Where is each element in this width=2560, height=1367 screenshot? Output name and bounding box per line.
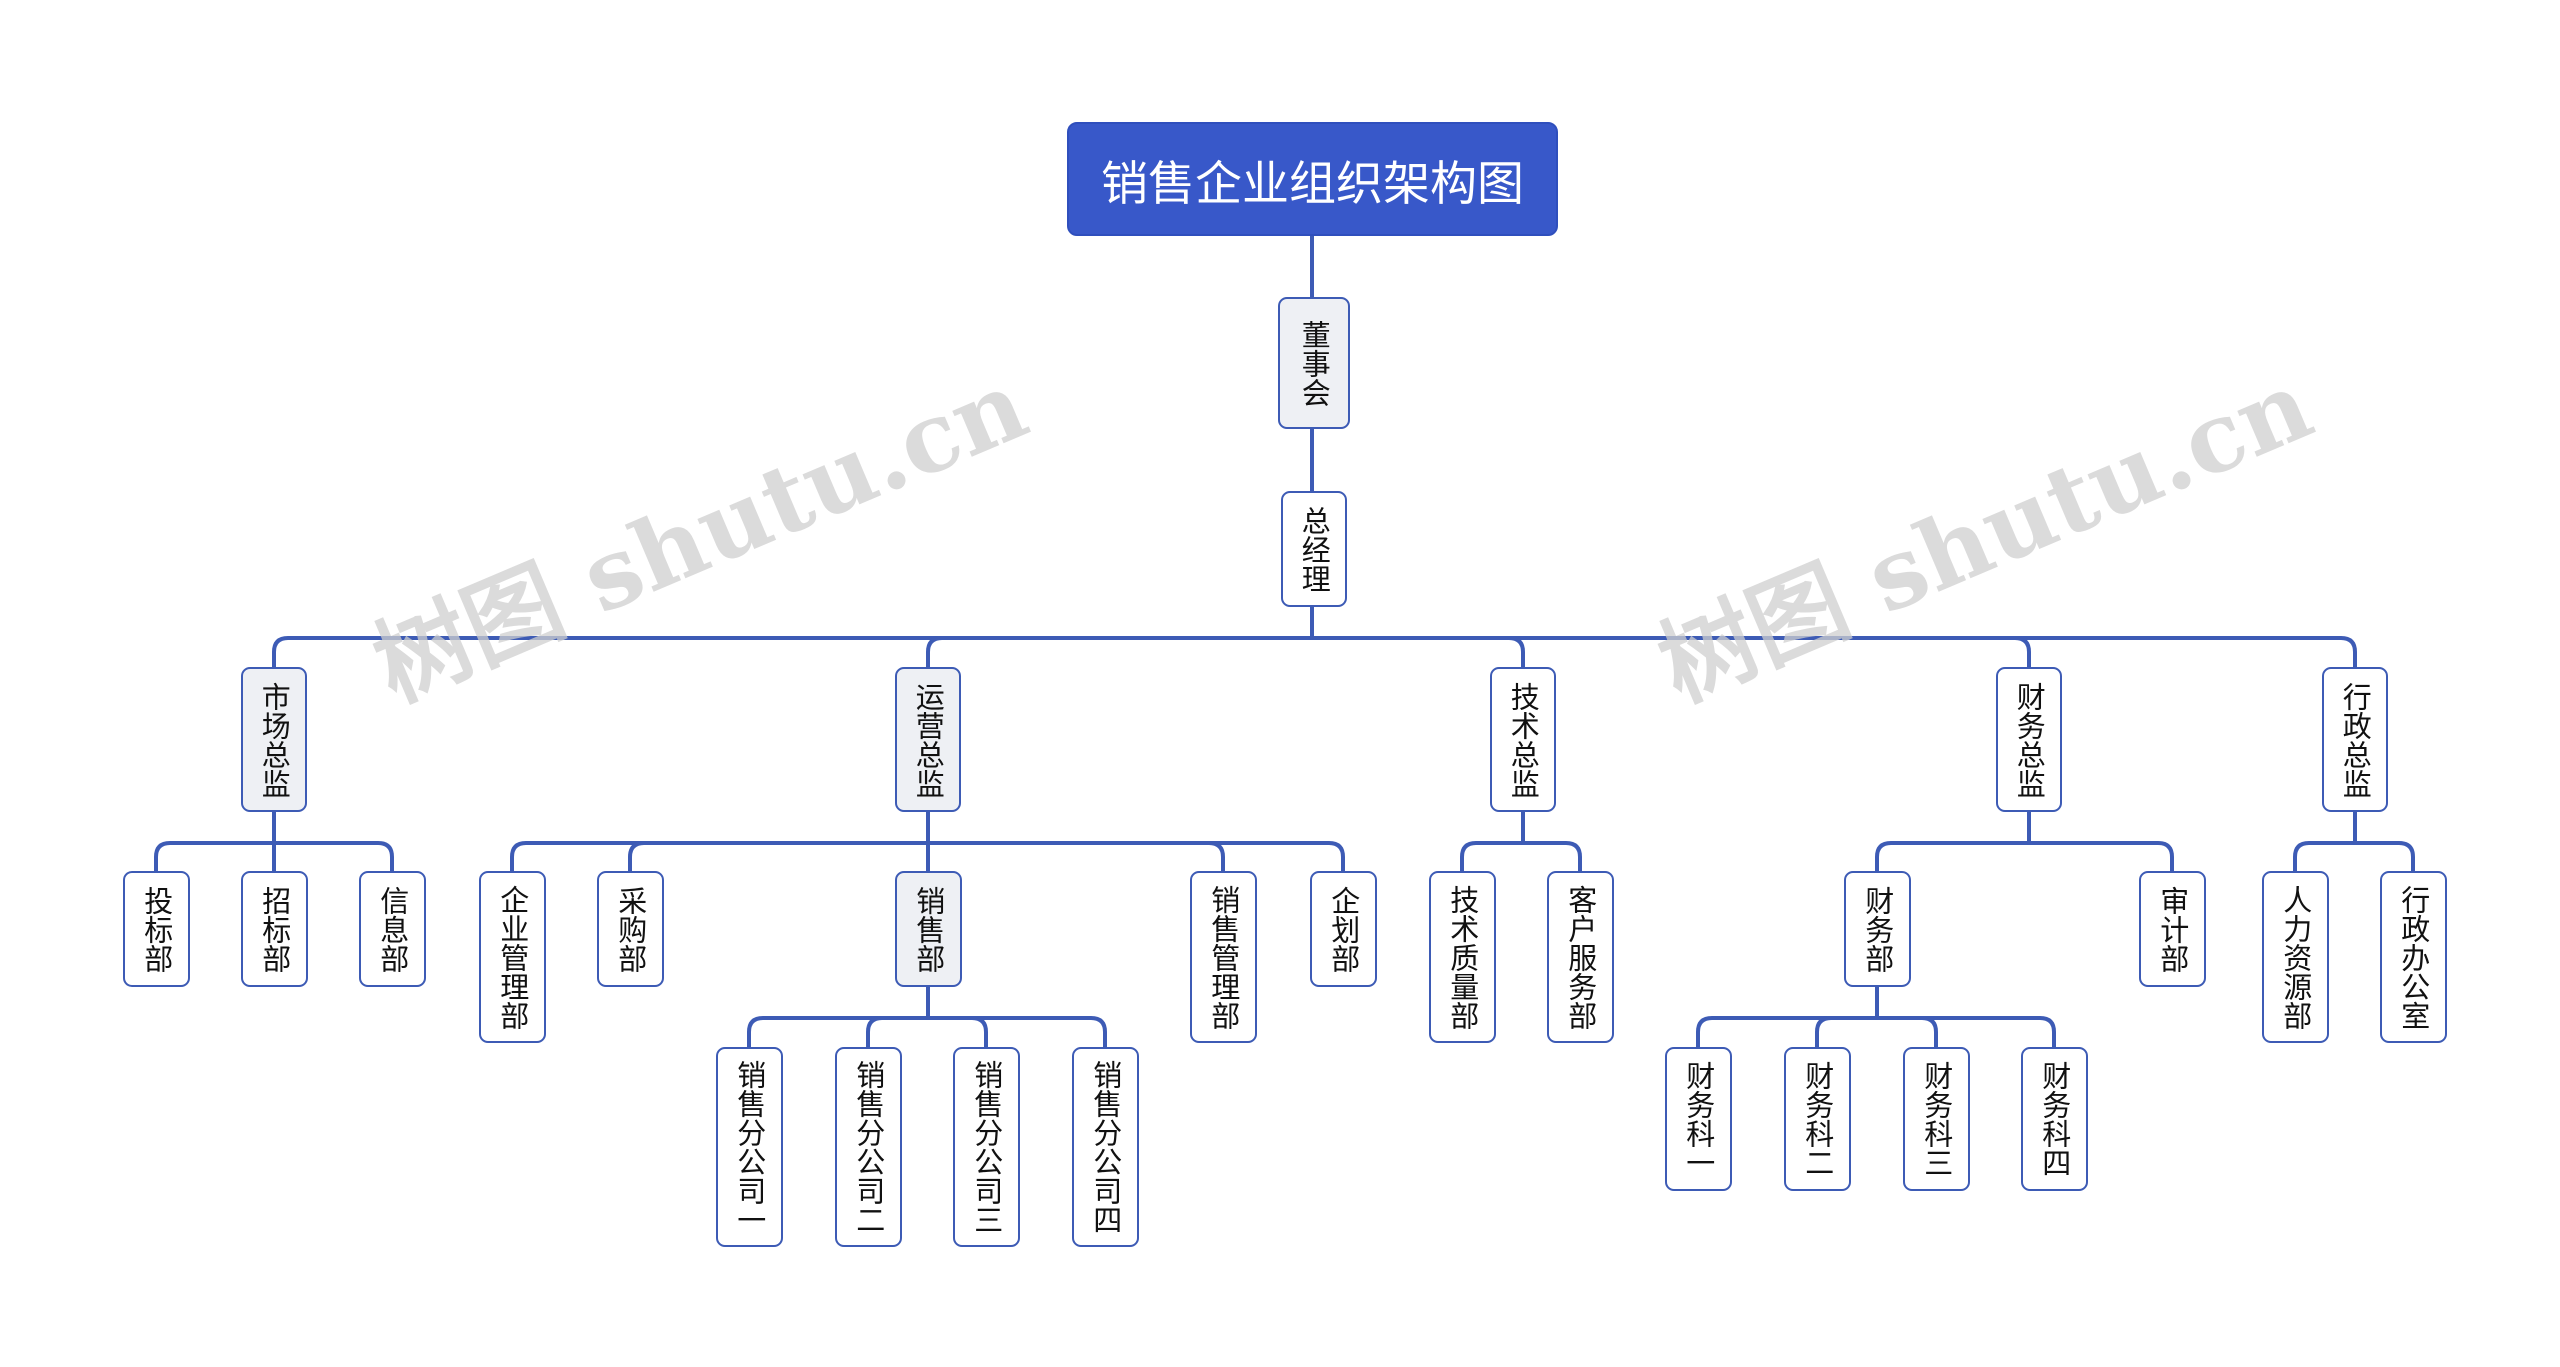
node-bidding-dept[interactable]: 投标部	[123, 871, 190, 987]
node-finance-section-1[interactable]: 财务科一	[1665, 1047, 1732, 1191]
connector-line	[272, 841, 394, 873]
node-label: 董事会	[1297, 319, 1332, 407]
node-label: 销售部	[911, 885, 946, 973]
node-label: 投标部	[139, 885, 174, 973]
node-label: 财务科二	[1800, 1061, 1835, 1177]
node-general-manager[interactable]: 总经理	[1281, 491, 1347, 607]
node-sales-dept[interactable]: 销售部	[895, 871, 962, 987]
connector-line	[154, 841, 276, 873]
node-label: 企业管理部	[495, 884, 530, 1030]
node-sales-branch-2[interactable]: 销售分公司二	[835, 1047, 902, 1247]
node-label: 销售分公司二	[851, 1060, 886, 1234]
node-label: 销售分公司四	[1088, 1060, 1123, 1234]
connector-line	[866, 1016, 930, 1049]
node-customer-service-dept[interactable]: 客户服务部	[1547, 871, 1614, 1043]
connector-line	[1310, 636, 2357, 669]
connector-line	[926, 841, 1225, 873]
connector-line	[926, 841, 1345, 873]
connector-line	[2027, 841, 2174, 873]
node-board[interactable]: 董事会	[1278, 297, 1350, 429]
node-label: 审计部	[2155, 885, 2190, 973]
root-label: 销售企业组织架构图	[1101, 156, 1524, 212]
node-label: 销售分公司三	[969, 1060, 1004, 1234]
node-label: 技术质量部	[1445, 884, 1480, 1030]
node-label: 运营总监	[911, 681, 946, 798]
node-tech-quality-dept[interactable]: 技术质量部	[1429, 871, 1496, 1043]
connector-line	[1875, 1016, 1938, 1049]
node-label: 销售管理部	[1206, 884, 1241, 1030]
node-planning-dept[interactable]: 企划部	[1310, 871, 1377, 987]
node-sales-branch-3[interactable]: 销售分公司三	[953, 1047, 1020, 1247]
connector-line	[2353, 841, 2415, 873]
node-sales-branch-1[interactable]: 销售分公司一	[716, 1047, 783, 1247]
connector-line	[926, 636, 1314, 669]
node-hr-dept[interactable]: 人力资源部	[2262, 871, 2329, 1043]
node-label: 招标部	[257, 885, 292, 973]
connector-line	[926, 1016, 988, 1049]
node-sales-branch-4[interactable]: 销售分公司四	[1072, 1047, 1139, 1247]
node-label: 销售分公司一	[732, 1060, 767, 1234]
connector-line	[1696, 1016, 1879, 1049]
connector-line	[1815, 1016, 1879, 1049]
connector-line	[272, 636, 1314, 669]
connector-line	[1310, 636, 1525, 669]
node-label: 客户服务部	[1563, 884, 1598, 1030]
node-label: 行政办公室	[2396, 884, 2431, 1030]
connector-line	[1460, 841, 1525, 873]
node-tech-director[interactable]: 技术总监	[1490, 667, 1556, 812]
node-audit-dept[interactable]: 审计部	[2139, 871, 2206, 987]
node-label: 财务总监	[2012, 681, 2047, 798]
node-label: 人力资源部	[2278, 884, 2313, 1030]
node-purchasing-dept[interactable]: 采购部	[597, 871, 664, 987]
node-label: 行政总监	[2338, 681, 2373, 798]
connector-line	[628, 841, 930, 873]
node-admin-director[interactable]: 行政总监	[2322, 667, 2388, 812]
node-label: 采购部	[613, 885, 648, 973]
connector-line	[926, 1016, 1107, 1049]
node-label: 企划部	[1326, 885, 1361, 973]
node-label: 信息部	[375, 885, 410, 973]
node-finance-section-2[interactable]: 财务科二	[1784, 1047, 1851, 1191]
node-info-dept[interactable]: 信息部	[359, 871, 426, 987]
node-admin-office[interactable]: 行政办公室	[2380, 871, 2447, 1043]
connector-line	[1875, 841, 2031, 873]
node-finance-section-3[interactable]: 财务科三	[1903, 1047, 1970, 1191]
node-label: 总经理	[1297, 505, 1332, 593]
node-label: 技术总监	[1506, 681, 1541, 798]
node-label: 财务科一	[1681, 1061, 1716, 1177]
node-label: 财务部	[1860, 885, 1895, 973]
node-enterprise-mgmt-dept[interactable]: 企业管理部	[479, 871, 546, 1043]
node-finance-director[interactable]: 财务总监	[1996, 667, 2062, 812]
node-label: 财务科四	[2037, 1061, 2072, 1177]
node-label: 市场总监	[257, 681, 292, 798]
root-node[interactable]: 销售企业组织架构图	[1067, 122, 1558, 236]
node-market-director[interactable]: 市场总监	[241, 667, 307, 812]
connector-line	[747, 1016, 930, 1049]
node-operations-director[interactable]: 运营总监	[895, 667, 961, 812]
node-tender-dept[interactable]: 招标部	[241, 871, 308, 987]
node-finance-section-4[interactable]: 财务科四	[2021, 1047, 2088, 1191]
connector-line	[2293, 841, 2357, 873]
node-finance-dept[interactable]: 财务部	[1844, 871, 1911, 987]
node-label: 财务科三	[1919, 1061, 1954, 1177]
connector-line	[1875, 1016, 2056, 1049]
connector-line	[510, 841, 930, 873]
connector-line	[1521, 841, 1582, 873]
node-sales-mgmt-dept[interactable]: 销售管理部	[1190, 871, 1257, 1043]
